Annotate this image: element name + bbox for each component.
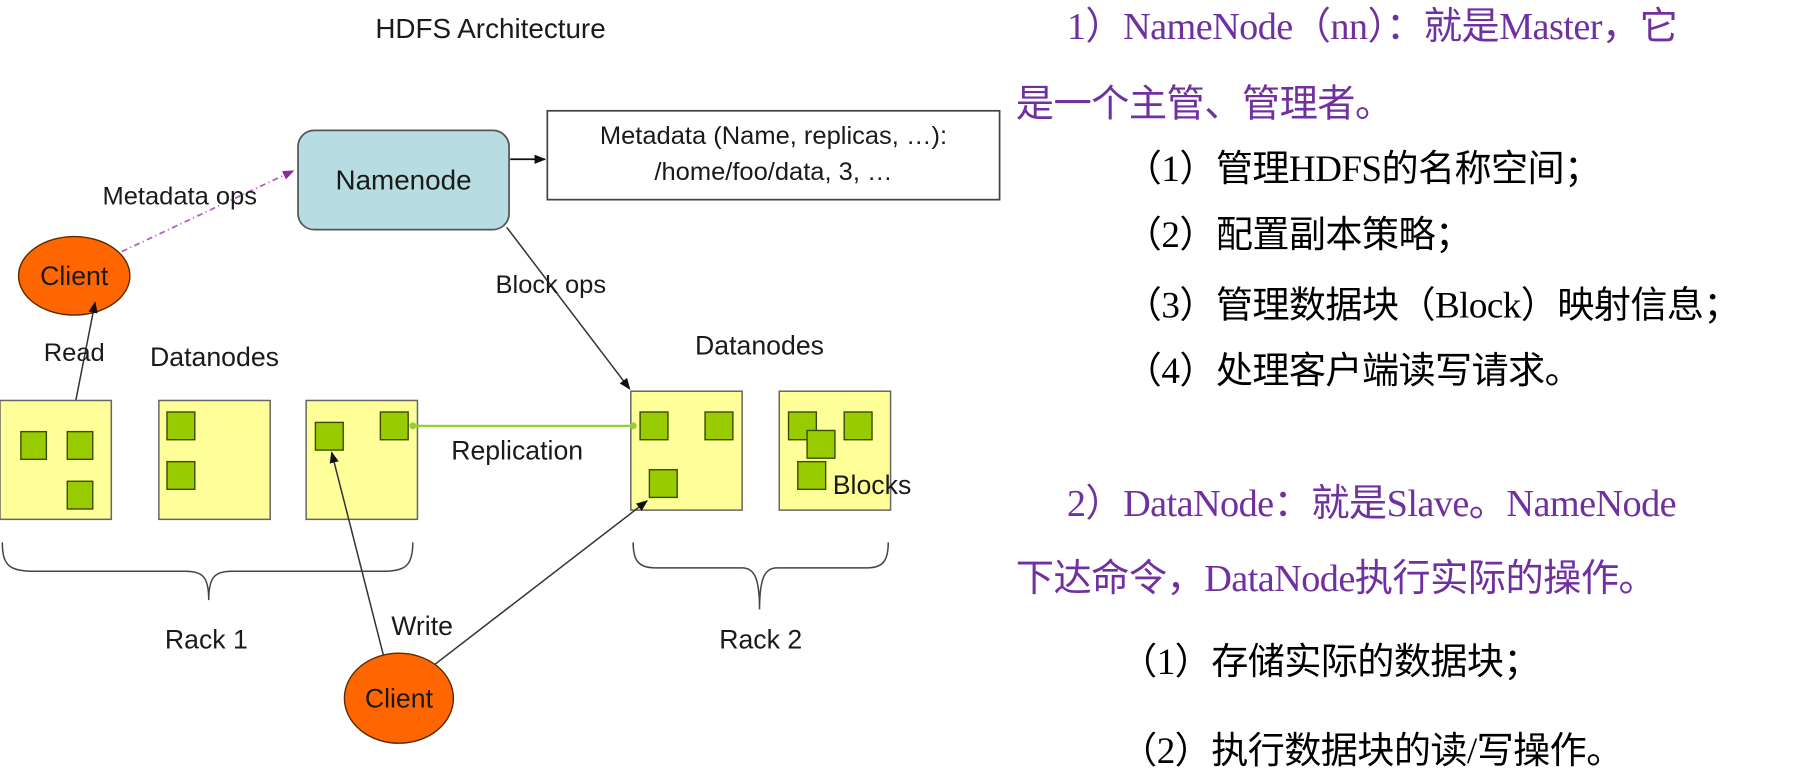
rack1-label: Rack 1 [165,625,248,655]
write-arrow-rack2 [430,500,648,668]
namenode-heading-line-2: 是一个主管、管理者。 [1015,84,1393,126]
block [66,430,94,461]
metadata-box-frame [546,109,1001,201]
block [166,411,196,441]
namenode-item-4: （4）处理客户端读写请求。 [1124,349,1582,392]
block [20,430,48,461]
block [639,411,669,441]
namenode-item-1: （1）管理HDFS的名称空间； [1124,147,1601,190]
rack2-brace [632,542,890,610]
block [648,469,678,499]
namenode-heading-line-1: 1）NameNode（nn）：就是Master，它 [1066,6,1678,49]
datanodes-label-right: Datanodes [695,330,824,360]
rack1-brace [1,542,414,601]
client-bottom-shape [343,652,455,744]
client-bottom-label: Client [365,684,434,714]
metadata-box: Metadata (Name, replicas, …): /home/foo/… [546,109,1001,201]
replication-label: Replication [451,435,583,465]
write-label: Write [391,611,453,641]
namenode-item-3: （3）管理数据块（Block）映射信息； [1124,283,1741,326]
rack2-label: Rack 2 [719,625,802,655]
block-ops-label: Block ops [496,271,607,299]
namenode-label: Namenode [335,164,471,195]
diagram-title: HDFS Architecture [375,13,605,44]
client-bottom: Client [343,652,455,744]
namenode-node: Namenode [297,129,510,231]
block [797,460,827,491]
datanode-heading-line-1: 2）DataNode：就是Slave。NameNode [1066,483,1677,526]
explanation-panel: 1）NameNode（nn）：就是Master，它 是一个主管、管理者。 （1）… [1009,0,1816,779]
block [379,411,409,441]
namenode-item-2: （2）配置副本策略； [1124,213,1472,256]
metadata-line-1: Metadata (Name, replicas, …): [600,122,947,150]
datanode [158,399,271,521]
client-top-label: Client [40,261,109,291]
datanode [0,399,113,521]
datanode-heading-line-2: 下达命令，DataNode执行实际的操作。 [1015,558,1657,601]
block [704,411,734,441]
metadata-line-2: /home/foo/data, 3, … [654,158,892,186]
blocks-label: Blocks [833,470,912,500]
datanode-item-2: （2）执行数据块的读/写操作。 [1120,729,1623,771]
namenode-box [297,129,510,231]
block [843,411,873,441]
client-top-shape [17,235,131,316]
datanode-item-1: （1）存储实际的数据块； [1120,640,1540,683]
block [166,460,196,491]
metadata-ops-arrow [121,170,295,253]
block [314,421,344,451]
datanode: Blocks [778,390,912,511]
hdfs-architecture-diagram: HDFS Architecture Namenode Metadata (Nam… [0,13,1001,744]
read-label: Read [44,339,105,367]
datanode-box [0,399,113,521]
block [806,429,836,459]
metadata-ops-label: Metadata ops [102,182,257,210]
datanodes-label-left: Datanodes [150,342,279,372]
block-ops-arrow [506,226,631,390]
client-top: Client [17,235,131,316]
datanode [630,390,743,511]
read-arrow [73,301,98,409]
block [66,480,94,510]
write-arrow-rack1 [329,451,387,667]
datanode-box [630,390,743,511]
datanode [305,399,419,521]
